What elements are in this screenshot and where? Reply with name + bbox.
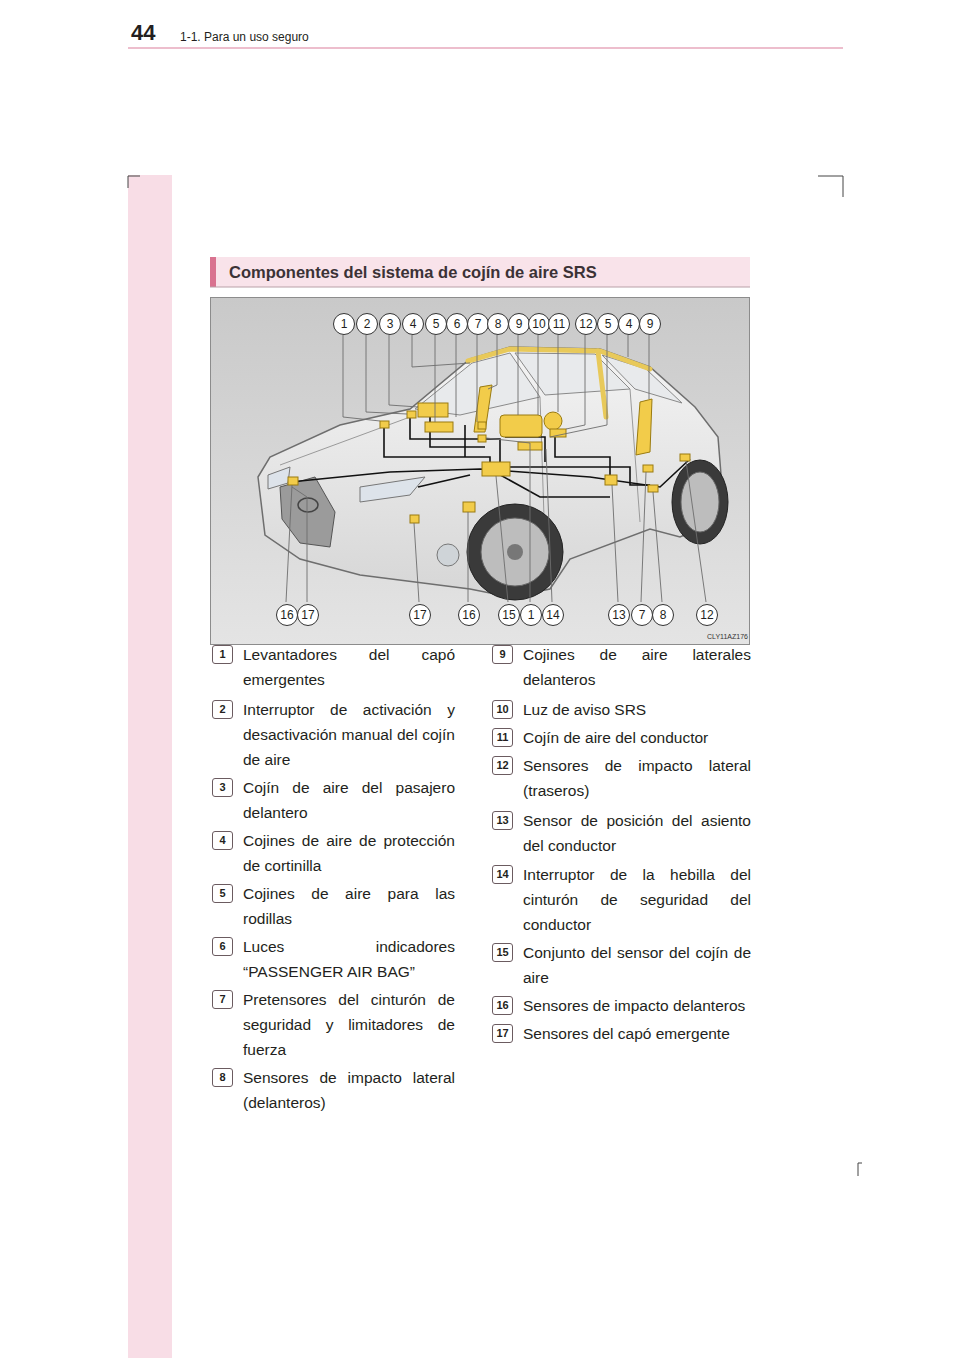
item-text: Levantadores del capó emergentes: [243, 642, 455, 692]
item-text: Sensores del capó emergente: [523, 1021, 751, 1046]
callout-number: 7: [467, 313, 489, 335]
callout-number: 3: [379, 313, 401, 335]
item-number: 3: [212, 778, 233, 797]
car-illustration: [210, 297, 750, 645]
callout-number: 17: [409, 604, 431, 626]
callout-number: 1: [333, 313, 355, 335]
item-text: Cojines de aire de protección de cortini…: [243, 828, 455, 878]
callout-number: 14: [542, 604, 564, 626]
callout-number: 12: [696, 604, 718, 626]
item-text: Cojines de aire laterales delanteros: [523, 642, 751, 692]
item-text: Sensores de impacto lateral (delanteros): [243, 1065, 455, 1115]
item-text: Conjunto del sensor del cojín de aire: [523, 940, 751, 990]
item-number: 11: [492, 728, 513, 747]
running-header: 1-1. Para un uso seguro: [180, 30, 309, 44]
callout-number: 8: [487, 313, 509, 335]
item-text: Cojines de aire para las rodillas: [243, 881, 455, 931]
item-text: Pretensores del cinturón de seguridad y …: [243, 987, 455, 1062]
callout-number: 6: [446, 313, 468, 335]
callout-number: 7: [631, 604, 653, 626]
item-text: Sensores de impacto lateral (traseros): [523, 753, 751, 803]
callout-number: 16: [458, 604, 480, 626]
item-text: Cojín de aire del conductor: [523, 725, 751, 750]
callout-number: 17: [297, 604, 319, 626]
item-text: Luces indicadores “PASSENGER AIR BAG”: [243, 934, 455, 984]
callout-number: 4: [618, 313, 640, 335]
callout-number: 13: [608, 604, 630, 626]
item-number: 6: [212, 937, 233, 956]
item-number: 7: [212, 990, 233, 1009]
margin-bar: [128, 175, 172, 1358]
figure-code: CLY11AZ176: [707, 632, 748, 641]
callout-number: 12: [575, 313, 597, 335]
item-text: Luz de aviso SRS: [523, 697, 751, 722]
callout-number: 4: [402, 313, 424, 335]
section-heading: Componentes del sistema de cojín de aire…: [229, 262, 597, 282]
callout-number: 10: [528, 313, 550, 335]
callout-number: 5: [425, 313, 447, 335]
item-number: 4: [212, 831, 233, 850]
item-number: 2: [212, 700, 233, 719]
callout-number: 15: [498, 604, 520, 626]
callout-number: 9: [508, 313, 530, 335]
item-number: 1: [212, 645, 233, 664]
item-text: Interruptor de activación y desactivació…: [243, 697, 455, 772]
callout-number: 8: [652, 604, 674, 626]
callout-number: 9: [639, 313, 661, 335]
item-number: 12: [492, 756, 513, 775]
item-number: 13: [492, 811, 513, 830]
item-number: 15: [492, 943, 513, 962]
item-text: Cojín de aire del pasajero delantero: [243, 775, 455, 825]
item-number: 17: [492, 1024, 513, 1043]
item-number: 8: [212, 1068, 233, 1087]
item-number: 5: [212, 884, 233, 903]
callout-number: 16: [276, 604, 298, 626]
callout-number: 2: [356, 313, 378, 335]
page-number: 44: [131, 20, 155, 46]
item-text: Interruptor de la hebilla del cinturón d…: [523, 862, 751, 937]
item-number: 14: [492, 865, 513, 884]
item-text: Sensor de posición del asiento del condu…: [523, 808, 751, 858]
item-number: 16: [492, 996, 513, 1015]
callout-number: 11: [548, 313, 570, 335]
item-number: 9: [492, 645, 513, 664]
callout-number: 5: [597, 313, 619, 335]
item-number: 10: [492, 700, 513, 719]
item-text: Sensores de impacto delanteros: [523, 993, 751, 1018]
callout-number: 1: [520, 604, 542, 626]
